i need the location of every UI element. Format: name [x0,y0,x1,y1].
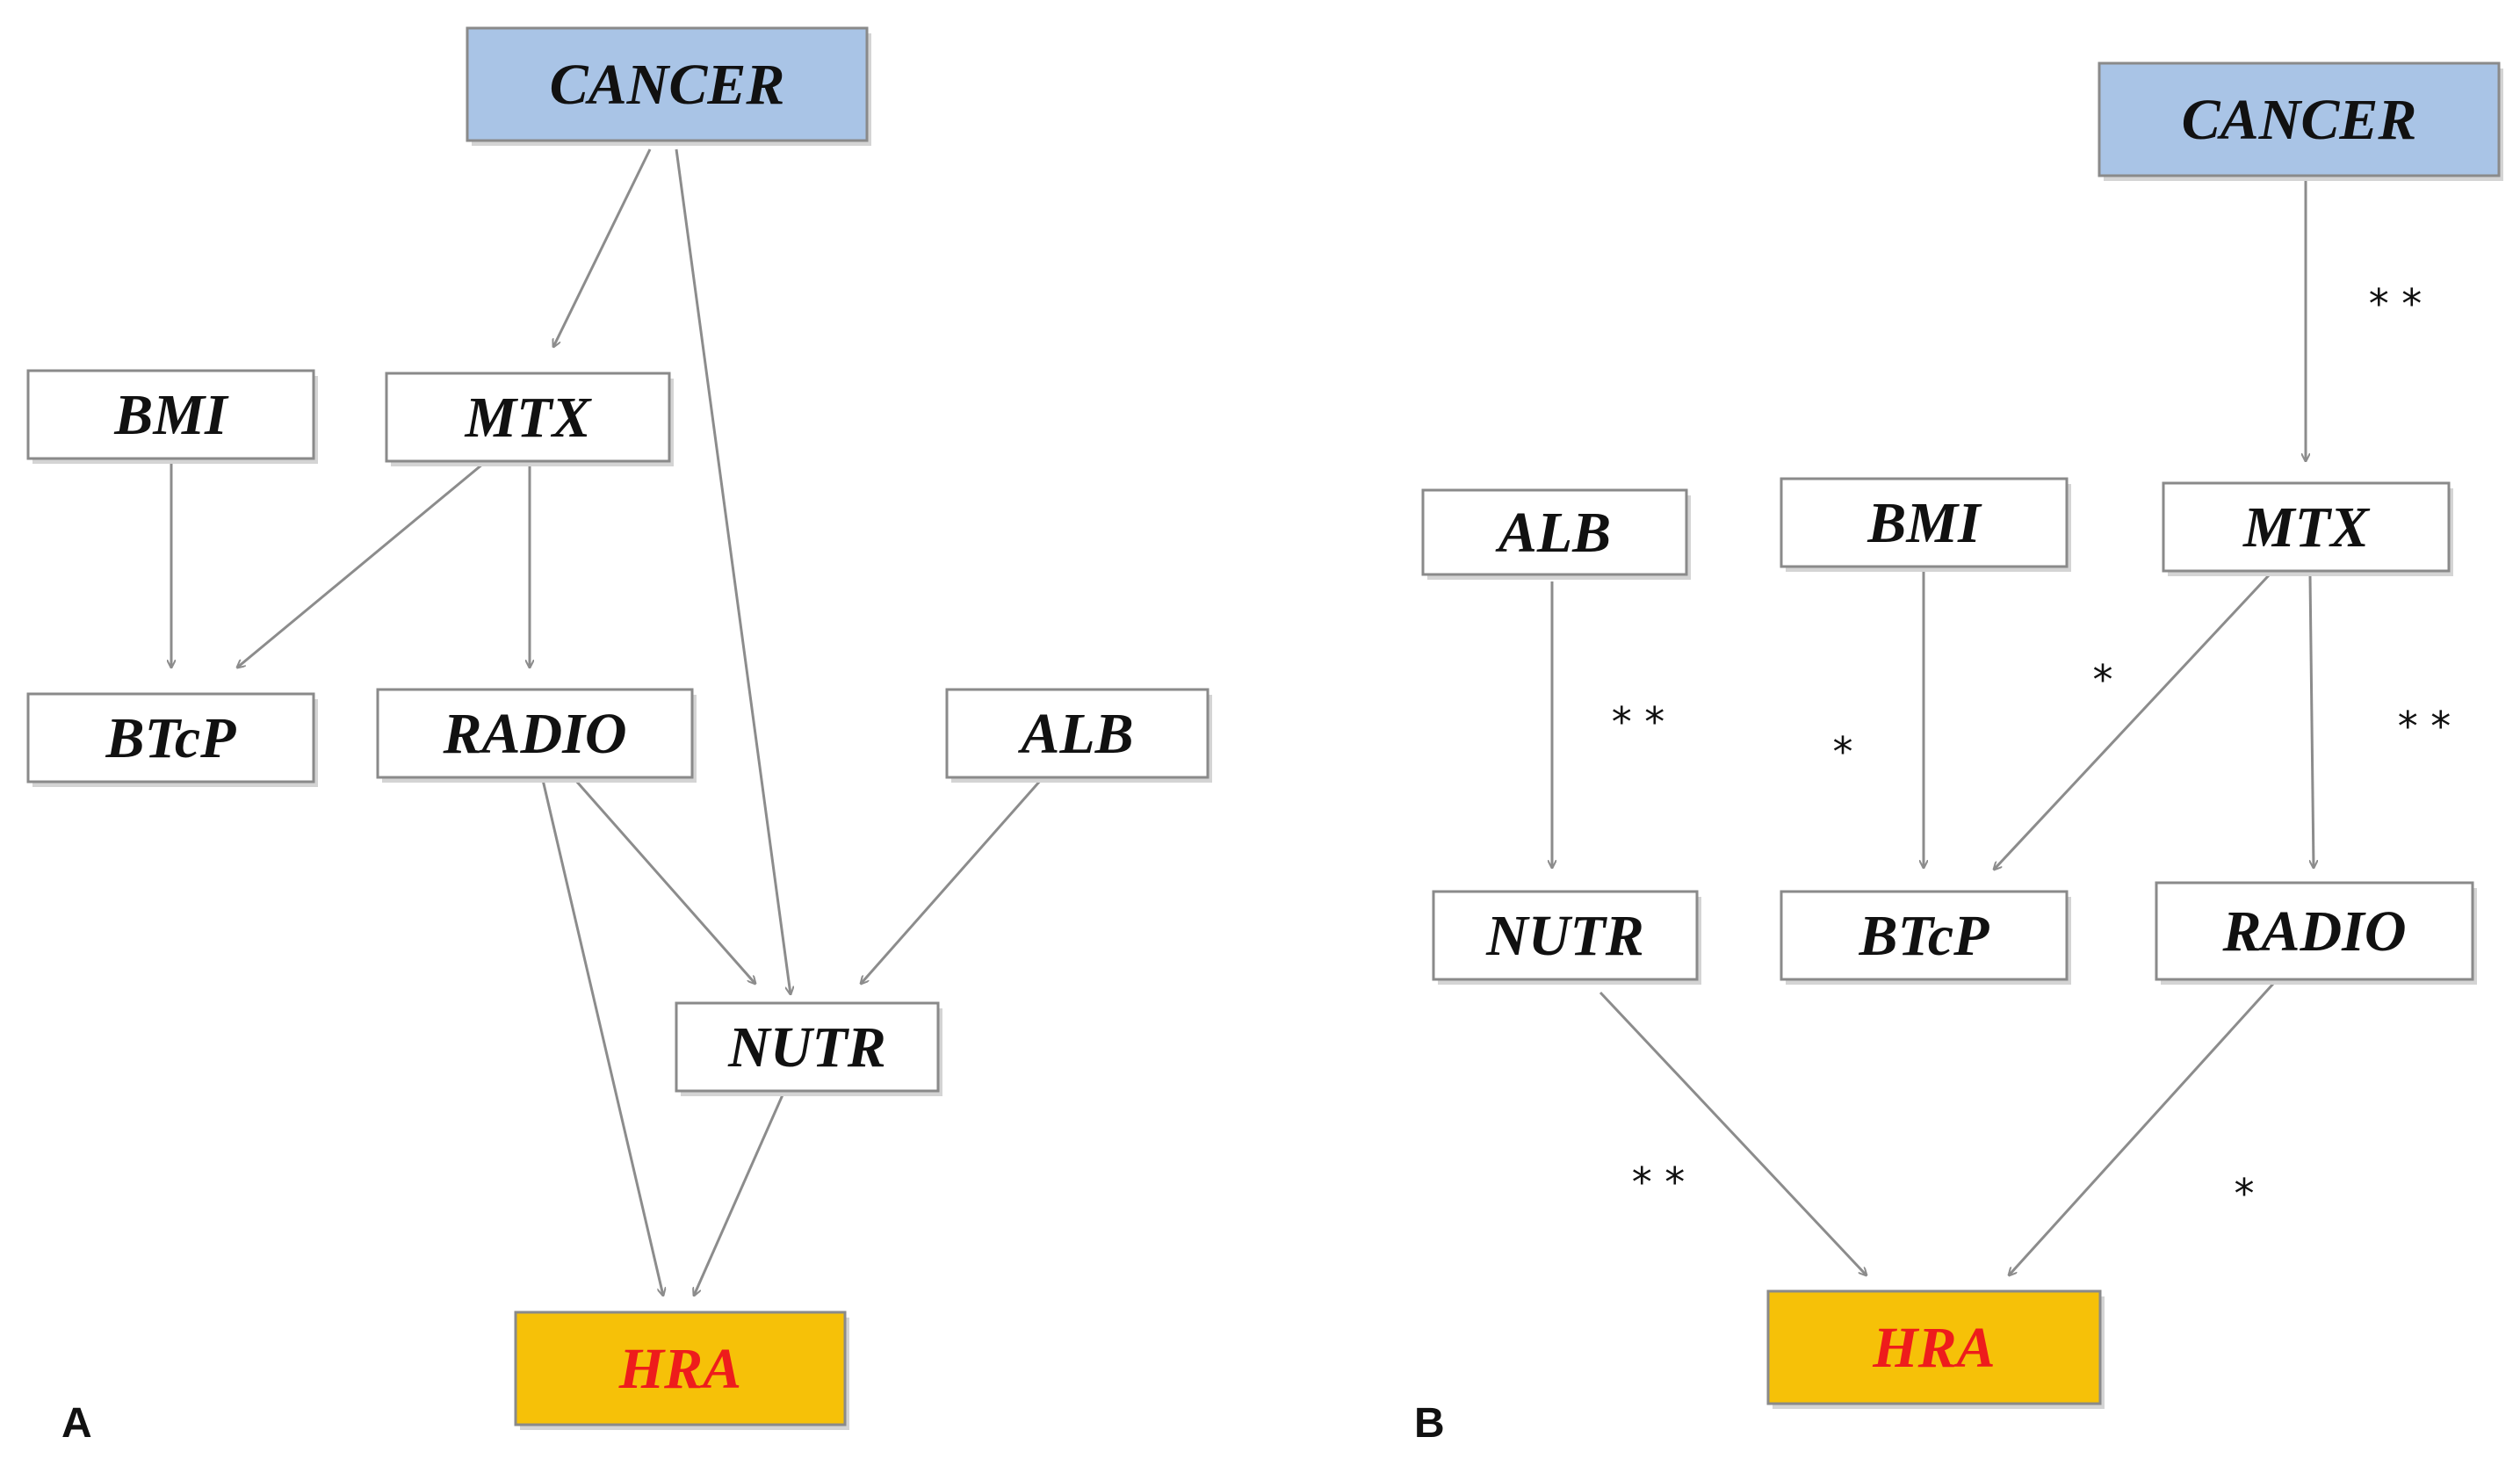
node-a-hra: HRA [514,1311,849,1430]
node-box [376,688,694,779]
node-label-bmi: BMI [1867,491,1982,555]
node-box [675,1001,940,1093]
edge-b-mtx-to-btcp [1994,574,2271,870]
node-label-radio: RADIO [442,702,626,766]
node-b-alb: ALB [1421,488,1691,580]
node-box [1766,1289,2102,1405]
node-a-nutr: NUTR [675,1001,942,1096]
node-label-btcp: BTcP [105,706,237,770]
node-b-nutr: NUTR [1432,890,1701,985]
node-b-cancer: CANCER [2098,61,2503,181]
significance-mark-b-bmi-btcp: * [1833,728,1853,776]
node-box [1432,890,1699,981]
node-b-mtx: MTX [2162,481,2453,576]
edge-b-nutr-to-hra [1599,991,1867,1275]
node-box [466,26,869,142]
node-box [2098,61,2501,177]
node-label-btcp: BTcP [1859,904,1990,968]
edge-b-radio-to-hra [2009,982,2275,1275]
edge-a-cancer-to-nutr [675,148,791,994]
node-label-alb: ALB [1495,501,1611,565]
node-box [945,688,1209,779]
nodes-layer: CANCER BMI MTX BTcP RADIO ALB NUTR HRA CANCER ALB… [26,26,2503,1430]
edge-a-mtx-to-btcp [237,462,484,668]
node-label-mtx: MTX [464,386,592,450]
node-box [385,372,671,463]
node-label-nutr: NUTR [727,1015,886,1080]
node-label-cancer: CANCER [2182,88,2417,152]
node-box [514,1311,847,1426]
node-label-nutr: NUTR [1485,904,1644,968]
panel-label-b: B [1414,1400,1445,1447]
edge-a-cancer-to-mtx [553,148,652,347]
significance-mark-b-radio-hra: * [2235,1170,2255,1217]
edges-layer: * * * * * * * * * * * [171,148,2451,1296]
node-label-alb: ALB [1017,702,1133,766]
node-label-cancer: CANCER [550,53,785,117]
node-label-mtx: MTX [2242,495,2371,560]
edge-a-radio-to-hra [541,779,663,1296]
edge-a-nutr-to-hra [694,1090,786,1296]
significance-mark-b-mtx-radio: * * [2398,703,2451,750]
node-box [1421,488,1688,576]
panel-label-a: A [61,1400,92,1447]
edge-a-alb-to-nutr [861,779,1043,984]
node-box [2155,881,2474,981]
node-b-hra: HRA [1766,1289,2105,1409]
node-box [1780,890,2069,981]
significance-mark-b-nutr-hra: * * [1632,1159,1686,1206]
node-box [2162,481,2451,573]
edge-b-mtx-to-radio [2308,574,2314,868]
significance-mark-b-alb-nutr: * * [1612,698,1665,746]
node-label-radio: RADIO [2221,899,2406,964]
significance-mark-b-cancer-mtx: * * [2369,280,2423,328]
node-box [26,369,315,460]
node-label-bmi: BMI [113,383,229,447]
node-box [1780,477,2069,568]
node-b-bmi: BMI [1780,477,2071,572]
node-a-radio: RADIO [376,688,697,783]
edge-a-radio-to-nutr [574,779,755,984]
node-label-hra: HRA [1872,1316,1995,1380]
node-a-mtx: MTX [385,372,674,466]
node-box [26,692,315,784]
node-label-hra: HRA [618,1337,741,1401]
node-a-bmi: BMI [26,369,318,464]
node-b-radio: RADIO [2155,881,2477,985]
node-a-btcp: BTcP [26,692,318,787]
node-b-btcp: BTcP [1780,890,2071,985]
node-a-alb: ALB [945,688,1212,783]
significance-mark-b-mtx-btcp: * [2093,656,2113,704]
node-a-cancer: CANCER [466,26,871,146]
